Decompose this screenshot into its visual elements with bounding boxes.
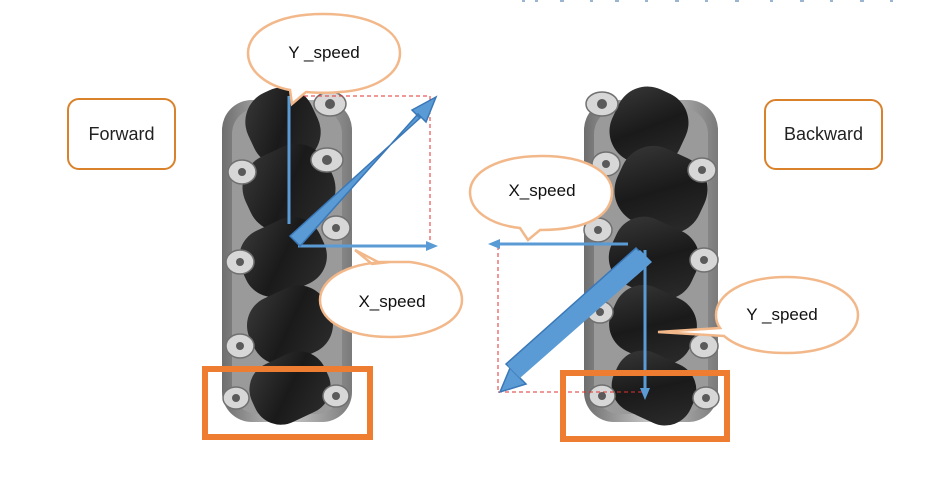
forward-label: Forward — [67, 98, 176, 170]
left-y-speed-callout: Y _speed — [246, 12, 402, 107]
left-y-speed-text: Y _speed — [288, 43, 360, 62]
right-mecanum-wheel — [583, 86, 720, 426]
right-y-speed-callout: Y _speed — [657, 275, 860, 355]
right-highlight-box — [560, 370, 730, 442]
left-highlight-box — [202, 366, 373, 440]
right-x-speed-text: X_speed — [508, 181, 575, 200]
right-dashed-guides — [497, 246, 645, 393]
left-x-speed-text: X_speed — [358, 292, 425, 311]
left-x-speed-vector — [298, 241, 438, 251]
backward-label: Backward — [764, 99, 883, 170]
left-dashed-guides — [290, 95, 431, 246]
left-resultant-arrow — [288, 95, 438, 248]
top-dots — [522, 0, 893, 2]
right-y-speed-text: Y _speed — [746, 305, 818, 324]
right-y-speed-vector — [640, 250, 650, 400]
right-x-speed-vector — [488, 239, 628, 249]
right-x-speed-callout: X_speed — [468, 154, 614, 242]
right-resultant-arrow — [498, 246, 652, 394]
left-x-speed-callout: X_speed — [318, 248, 464, 339]
